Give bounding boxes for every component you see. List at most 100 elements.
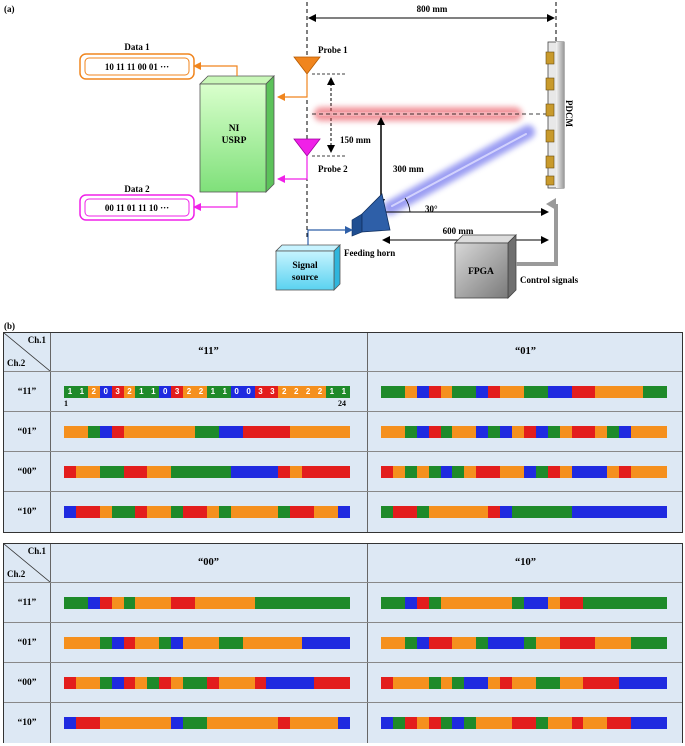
coding-element xyxy=(99,717,112,729)
coding-sequence-bar xyxy=(64,717,350,729)
coding-element xyxy=(135,466,148,478)
coding-element xyxy=(535,386,548,398)
coding-element xyxy=(171,677,184,689)
row-header: “01” xyxy=(4,412,51,452)
coding-element xyxy=(64,466,76,478)
coding-element xyxy=(159,426,172,438)
coding-element xyxy=(206,597,219,609)
sequence-cell xyxy=(367,492,684,532)
coding-element xyxy=(523,506,536,518)
coding-element xyxy=(631,506,643,518)
table-row: “01” xyxy=(4,622,682,663)
coding-element xyxy=(230,717,243,729)
signal-source-label-line1: Signal xyxy=(292,261,318,271)
coding-element xyxy=(171,637,184,649)
coding-element xyxy=(99,426,112,438)
coding-sequence-bar xyxy=(381,466,667,478)
coding-element xyxy=(488,386,501,398)
coding-element xyxy=(278,466,291,478)
angle-arc xyxy=(404,197,411,213)
coding-element: 1 xyxy=(135,386,148,398)
coding-element xyxy=(314,677,326,689)
coding-element xyxy=(278,717,291,729)
data2-value: 00 11 01 11 10 ··· xyxy=(105,203,169,213)
sequence-cell xyxy=(367,452,684,492)
coding-element xyxy=(488,426,501,438)
coding-element xyxy=(266,597,279,609)
coding-element xyxy=(302,677,315,689)
coding-element xyxy=(642,426,655,438)
coding-element xyxy=(87,426,100,438)
sequence-cell xyxy=(367,663,684,703)
coding-element xyxy=(607,637,620,649)
coding-element xyxy=(206,466,219,478)
coding-element xyxy=(595,597,608,609)
coding-element xyxy=(404,597,417,609)
coding-element xyxy=(206,506,219,518)
tick-start-label: 1 xyxy=(64,399,68,408)
coding-element xyxy=(440,677,453,689)
coding-element xyxy=(381,466,393,478)
coding-element xyxy=(571,466,584,478)
probe2-icon xyxy=(293,138,321,157)
coding-element xyxy=(206,426,219,438)
coding-element xyxy=(416,466,429,478)
sequence-cell xyxy=(367,623,684,663)
coding-element xyxy=(583,386,596,398)
coding-element xyxy=(337,506,350,518)
coding-element xyxy=(381,506,393,518)
coding-element: 2 xyxy=(302,386,315,398)
coding-element xyxy=(619,597,632,609)
coding-element xyxy=(511,717,524,729)
coding-element xyxy=(183,426,195,438)
coding-element xyxy=(302,506,315,518)
coding-table-2: Ch.1 Ch.2 “00” “10” “11” “01” “00” “10” xyxy=(3,543,683,743)
coding-element xyxy=(290,597,303,609)
usrp-to-data1-arrow xyxy=(193,62,238,76)
coding-element xyxy=(111,637,124,649)
coding-element xyxy=(159,466,172,478)
signal-source-label-line2: source xyxy=(292,273,318,283)
coding-element xyxy=(290,426,303,438)
coding-element xyxy=(476,717,489,729)
coding-element xyxy=(476,466,489,478)
coding-element xyxy=(75,637,88,649)
coding-element xyxy=(607,426,620,438)
coding-element xyxy=(464,466,477,478)
fpga-device xyxy=(454,234,517,299)
coding-element xyxy=(583,717,596,729)
coding-element xyxy=(559,386,572,398)
coding-element xyxy=(595,466,608,478)
coding-element xyxy=(337,677,350,689)
coding-element xyxy=(642,597,655,609)
coding-element xyxy=(135,717,148,729)
signal-source-device xyxy=(275,244,341,291)
coding-element xyxy=(452,466,465,478)
coding-element xyxy=(464,386,477,398)
coding-element xyxy=(337,426,350,438)
coding-element xyxy=(218,677,231,689)
coding-element xyxy=(619,466,632,478)
coding-element xyxy=(511,637,524,649)
coding-element xyxy=(266,426,279,438)
coding-element xyxy=(511,386,524,398)
coding-element xyxy=(123,637,136,649)
coding-element xyxy=(416,506,429,518)
coding-element xyxy=(404,386,417,398)
coding-element xyxy=(583,426,596,438)
coding-element xyxy=(559,506,572,518)
row-header: “00” xyxy=(4,452,51,492)
coding-element xyxy=(314,426,326,438)
coding-element xyxy=(242,426,255,438)
coding-element xyxy=(392,597,405,609)
coding-element xyxy=(87,506,100,518)
coding-element xyxy=(428,466,441,478)
coding-element xyxy=(547,506,560,518)
coding-element xyxy=(87,717,100,729)
coding-element xyxy=(254,637,267,649)
sequence-cell xyxy=(367,412,684,452)
coding-element xyxy=(159,597,172,609)
coding-element xyxy=(464,426,477,438)
coding-sequence-bar xyxy=(64,677,350,689)
